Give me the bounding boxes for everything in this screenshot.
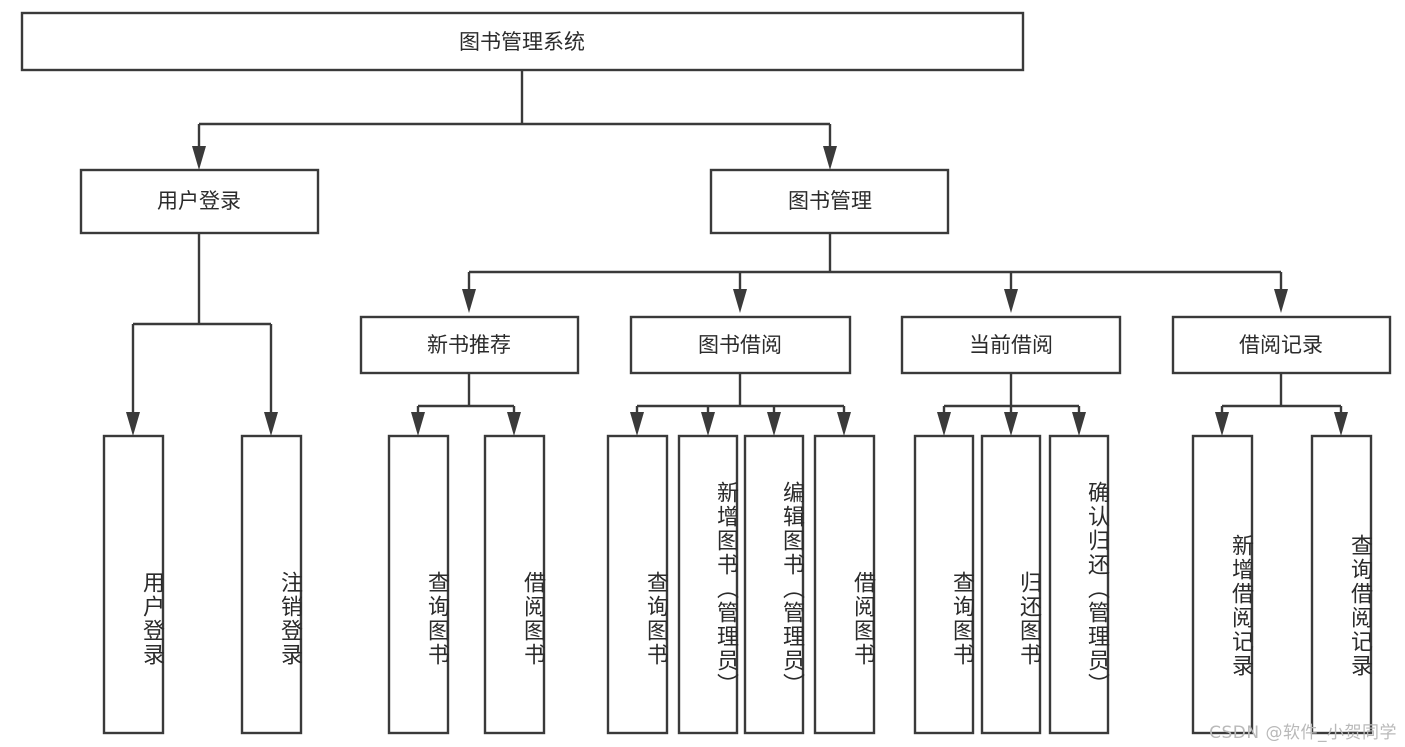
arrow-head-leaf-borrow-book-1 — [507, 412, 521, 436]
node-new-book-recommend[interactable]: 新书推荐 — [359, 315, 580, 375]
arrow-head-leaf-add-record — [1215, 412, 1229, 436]
node-current-borrow-box[interactable] — [900, 315, 1122, 375]
node-leaf-borrow-book-1-box[interactable] — [483, 434, 546, 735]
node-leaf-query-book-3-box[interactable] — [913, 434, 975, 735]
node-leaf-borrow-book-2-box[interactable] — [813, 434, 876, 735]
arrow-head-book-borrow — [733, 289, 747, 313]
node-leaf-query-book-1-box[interactable] — [387, 434, 450, 735]
node-user-login-box[interactable] — [79, 168, 320, 235]
arrow-head-leaf-user-login — [126, 412, 140, 436]
leaf-boxes — [102, 434, 1373, 735]
node-book-management[interactable]: 图书管理 — [709, 168, 950, 235]
node-borrow-record-box[interactable] — [1171, 315, 1392, 375]
node-leaf-edit-book-box[interactable] — [743, 434, 805, 735]
node-current-borrow[interactable]: 当前借阅 — [900, 315, 1122, 375]
arrow-head-leaf-return-book — [1004, 412, 1018, 436]
arrow-head-book-management — [823, 146, 837, 170]
arrow-head-leaf-edit-book — [767, 412, 781, 436]
node-new-book-recommend-box[interactable] — [359, 315, 580, 375]
node-book-borrow[interactable]: 图书借阅 — [629, 315, 852, 375]
arrow-head-leaf-logout-login — [264, 412, 278, 436]
node-book-borrow-box[interactable] — [629, 315, 852, 375]
node-book-management-box[interactable] — [709, 168, 950, 235]
arrow-head-leaf-query-record — [1334, 412, 1348, 436]
csdn-watermark: CSDN @软件_小贺同学 — [1209, 723, 1397, 743]
arrow-head-leaf-borrow-book-2 — [837, 412, 851, 436]
arrow-head-leaf-query-book-2 — [630, 412, 644, 436]
arrow-head-leaf-confirm-return — [1072, 412, 1086, 436]
node-root-box[interactable] — [20, 11, 1025, 72]
arrow-head-current-borrow — [1004, 289, 1018, 313]
node-new-book-recommend-label: 新书推荐 — [427, 333, 511, 357]
arrow-head-borrow-record — [1274, 289, 1288, 313]
node-leaf-user-login-box[interactable] — [102, 434, 165, 735]
node-root-label: 图书管理系统 — [459, 30, 585, 54]
node-leaf-query-record-box[interactable] — [1310, 434, 1373, 735]
arrow-head-leaf-add-book — [701, 412, 715, 436]
node-leaf-logout-login-box[interactable] — [240, 434, 303, 735]
node-borrow-record-label: 借阅记录 — [1239, 333, 1323, 357]
node-book-borrow-label: 图书借阅 — [698, 333, 782, 357]
node-leaf-add-record-box[interactable] — [1191, 434, 1254, 735]
node-leaf-add-book-box[interactable] — [677, 434, 739, 735]
arrow-head-user-login — [192, 146, 206, 170]
node-root[interactable]: 图书管理系统 — [20, 11, 1025, 72]
arrow-head-leaf-query-book-1 — [411, 412, 425, 436]
connectors — [126, 70, 1348, 436]
node-user-login-label: 用户登录 — [157, 189, 241, 213]
node-leaf-query-book-2-box[interactable] — [606, 434, 669, 735]
node-leaf-return-book-box[interactable] — [980, 434, 1042, 735]
node-user-login[interactable]: 用户登录 — [79, 168, 320, 235]
node-leaf-confirm-return-box[interactable] — [1048, 434, 1110, 735]
arrow-head-new-book-recommend — [462, 289, 476, 313]
arrow-head-leaf-query-book-3 — [937, 412, 951, 436]
node-current-borrow-label: 当前借阅 — [969, 333, 1053, 357]
node-borrow-record[interactable]: 借阅记录 — [1171, 315, 1392, 375]
node-book-management-label: 图书管理 — [788, 189, 872, 213]
